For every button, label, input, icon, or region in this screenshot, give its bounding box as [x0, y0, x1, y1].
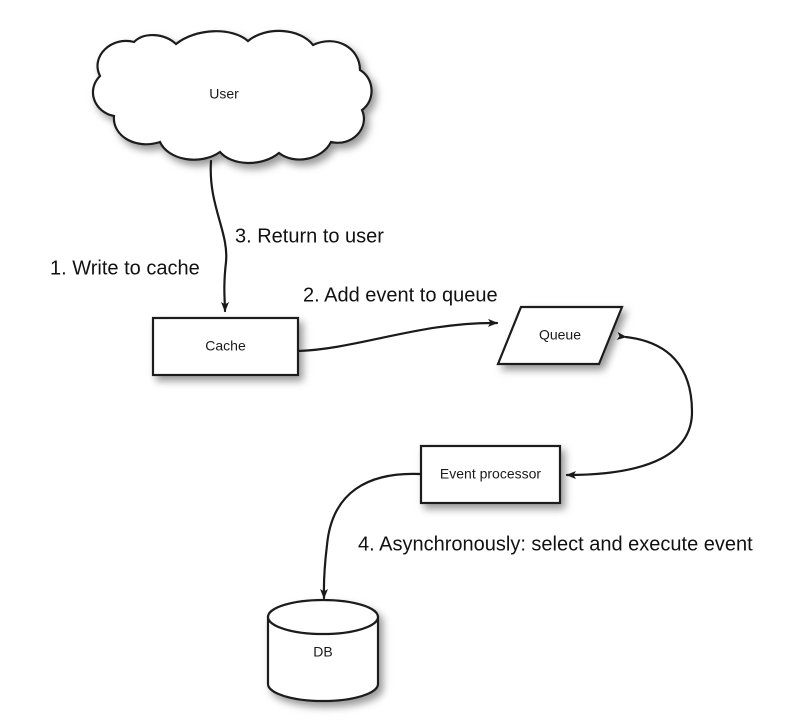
step-label-3: 3. Return to user	[235, 225, 384, 247]
node-user[interactable]: User	[91, 29, 373, 165]
edge-queue-event-processor	[565, 331, 694, 479]
node-queue-label: Queue	[539, 327, 581, 343]
node-event-processor-label: Event processor	[440, 466, 541, 482]
edge-event-processor-to-db	[319, 472, 422, 600]
edge-user-to-cache	[209, 159, 229, 313]
step-label-2: 2. Add event to queue	[303, 284, 498, 306]
node-event-processor[interactable]: Event processor	[419, 444, 562, 505]
step-label-1: 1. Write to cache	[50, 257, 200, 279]
node-queue[interactable]: Queue	[496, 305, 624, 366]
step-label-4: 4. Asynchronously: select and execute ev…	[358, 533, 753, 555]
node-db-label: DB	[313, 644, 332, 660]
node-cache[interactable]: Cache	[151, 316, 300, 377]
edge-cache-to-queue	[296, 318, 499, 353]
node-db[interactable]: DB	[266, 598, 380, 703]
node-cache-label: Cache	[205, 338, 246, 354]
node-user-label: User	[209, 86, 239, 102]
